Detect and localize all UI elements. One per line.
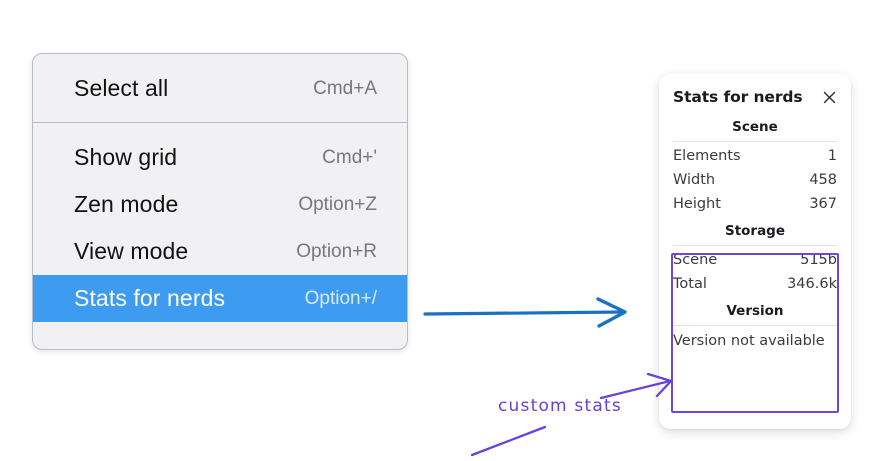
menu-item-label: Show grid [74,144,178,170]
menu-item-view-mode[interactable]: View mode Option+R [33,228,407,275]
menu-item-shortcut: Option+Z [298,193,377,215]
stats-row-value: 1 [827,148,837,164]
stats-row-key: Scene [673,252,718,268]
menu-item-stats-for-nerds[interactable]: Stats for nerds Option+/ [33,275,407,322]
stats-row-value: 367 [809,196,837,212]
section-title-storage: Storage [724,223,786,239]
stats-row-height: Height 367 [673,192,837,216]
stats-panel-body: Scene Elements 1 Width 458 Height 367 St… [659,112,851,353]
menu-group-1: Select all Cmd+A [33,54,407,122]
stats-row-key: Elements [673,148,741,164]
menu-item-label: Zen mode [74,191,179,217]
stats-row-elements: Elements 1 [673,144,837,168]
menu-group-2: Show grid Cmd+' Zen mode Option+Z View m… [33,123,407,333]
stats-row-key: Height [673,196,721,212]
section-title-version: Version [726,303,784,319]
stats-row-storage-total: Total 346.6k [673,272,837,296]
menu-item-shortcut: Cmd+' [322,146,377,168]
section-divider [673,245,837,246]
stats-panel-header: Stats for nerds [659,74,851,112]
stats-row-width: Width 458 [673,168,837,192]
stats-for-nerds-panel[interactable]: Stats for nerds Scene Elements 1 Width 4… [659,74,851,429]
stats-row-value: 458 [809,172,837,188]
menu-item-show-grid[interactable]: Show grid Cmd+' [33,134,407,181]
section-divider [673,141,837,142]
custom-stats-annotation-label: custom stats [498,396,622,416]
menu-item-label: Select all [74,75,169,101]
menu-item-shortcut: Option+/ [304,287,377,309]
menu-item-label: Stats for nerds [74,285,226,311]
close-icon[interactable] [820,88,838,106]
stats-row-key: Total [673,276,707,292]
stats-row-storage-scene: Scene 515b [673,248,837,272]
menu-item-shortcut: Option+R [296,240,377,262]
context-menu[interactable]: Select all Cmd+A Show grid Cmd+' Zen mod… [32,53,408,350]
menu-item-zen-mode[interactable]: Zen mode Option+Z [33,181,407,228]
menu-item-shortcut: Cmd+A [313,77,377,99]
section-divider [673,325,837,326]
purple-underline-annotation [470,425,547,457]
menu-item-select-all[interactable]: Select all Cmd+A [33,65,407,112]
stats-row-key: Width [673,172,716,188]
stats-row-version-value: Version not available [673,333,825,349]
section-title-scene: Scene [732,119,778,135]
menu-item-label: View mode [74,238,189,264]
blue-arrow-annotation [423,297,627,328]
stats-row-value: 346.6k [787,276,837,292]
menu-divider [33,122,407,123]
stats-panel-title: Stats for nerds [673,88,803,106]
stats-row-value: 515b [800,252,837,268]
